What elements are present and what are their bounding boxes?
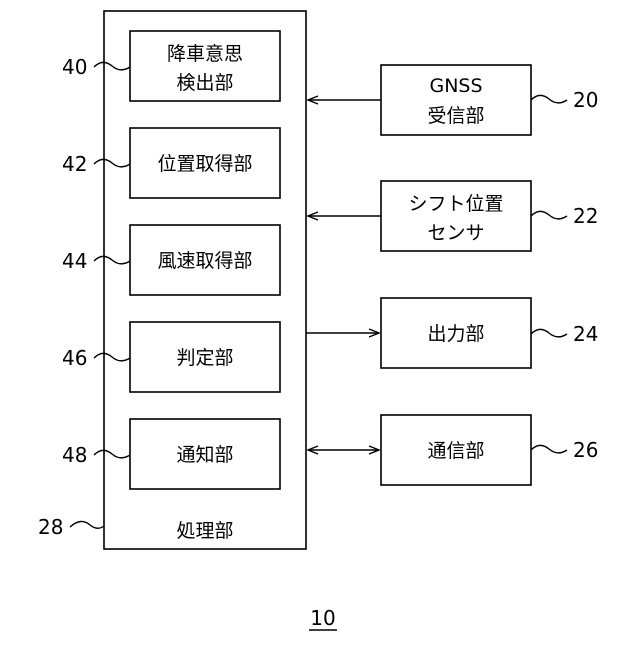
figure-number: 10 [309,606,337,630]
device-label-line-2: センサ [427,222,484,244]
leader-line [531,95,567,103]
module-box-judgment: 判定部 [130,322,280,392]
device-box-gnss-receiver: GNSS 受信部 [381,65,531,135]
module-box-intent-detector: 降車意思 検出部 [130,31,280,101]
figure-number-label: 10 [310,606,335,630]
device-label-line-2: 受信部 [427,105,484,127]
processing-unit-label: 処理部 [176,520,233,542]
device-label: 出力部 [427,323,484,345]
device-ref-22: 22 [531,204,598,228]
device-box-output-unit: 出力部 [381,298,531,368]
device-label-line-1: GNSS [429,75,482,97]
module-label: 位置取得部 [157,153,252,175]
device-ref-20: 20 [531,88,598,112]
module-label-line-2: 検出部 [176,72,233,94]
ref-number: 42 [62,152,87,176]
module-box-position-acquirer: 位置取得部 [130,128,280,198]
ref-number: 40 [62,55,87,79]
ref-number: 24 [573,322,598,346]
ref-number: 20 [573,88,598,112]
ref-number: 22 [573,204,598,228]
module-label: 通知部 [176,444,233,466]
module-box-notifier: 通知部 [130,419,280,489]
leader-line [70,521,104,528]
device-label-line-1: シフト位置 [408,193,503,215]
module-label: 判定部 [176,347,233,369]
device-ref-26: 26 [531,438,598,462]
ref-number: 26 [573,438,598,462]
leader-line [531,329,567,337]
device-ref-24: 24 [531,322,598,346]
module-box-wind-speed-acquirer: 風速取得部 [130,225,280,295]
module-label-line-1: 降車意思 [167,43,243,65]
ref-number: 44 [62,249,87,273]
processing-unit-ref: 28 [38,515,104,539]
ref-number: 46 [62,346,87,370]
device-box-communication-unit: 通信部 [381,415,531,485]
device-label: 通信部 [427,440,484,462]
device-box-shift-position-sensor: シフト位置 センサ [381,181,531,251]
leader-line [531,445,567,453]
leader-line [531,211,567,219]
module-label: 風速取得部 [157,250,252,272]
ref-number: 28 [38,515,63,539]
ref-number: 48 [62,443,87,467]
